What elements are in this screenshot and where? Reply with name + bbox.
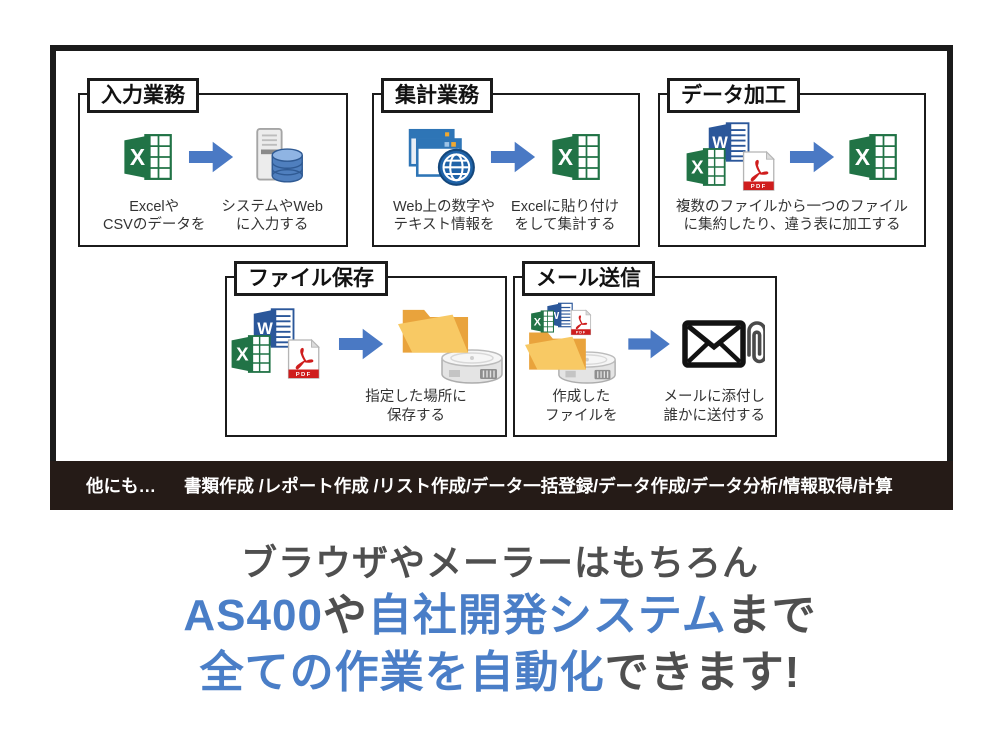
other-tasks-items: 書類作成 /レポート作成 /リスト作成/データ一括登録/データ作成/データ分析/… <box>184 476 893 496</box>
caption-line: ファイルを <box>545 407 618 424</box>
caption-line: Web上の数字や <box>392 198 496 215</box>
task-box-input-work: 入力業務 Excelや CSVのデータを システムやWeb に入力する <box>78 78 348 247</box>
caption-target: 指定した場所に 保存する <box>341 388 491 425</box>
pdf-icon <box>737 150 779 192</box>
caption-line: 作成した <box>552 389 611 405</box>
task-box-title: 集計業務 <box>381 78 493 114</box>
task-title-label: 入力業務 <box>101 84 185 107</box>
caption-line: 指定した場所に <box>365 389 467 405</box>
caption-line: CSVのデータを <box>103 217 206 234</box>
caption-description: 複数のファイルから一つのファイル に集約したり、違う表に加工する <box>676 198 908 235</box>
excel-icon <box>120 129 176 185</box>
server-database-icon <box>246 127 306 187</box>
headline-line3: 全ての作業を自動化できます! <box>0 645 1000 701</box>
excel-word-pdf-files-icon <box>683 118 779 196</box>
task-box-mail-send: メール送信 作成した ファイルを <box>513 261 777 437</box>
automation-tasks-panel: 入力業務 Excelや CSVのデータを システムやWeb に入力する <box>50 45 953 510</box>
excel-icon <box>845 129 901 185</box>
caption-line: システムやWeb <box>221 198 323 215</box>
excel-icon <box>683 144 729 190</box>
task-title-label: データ加工 <box>681 84 786 107</box>
headline-line1: ブラウザやメーラーはもちろん <box>240 542 759 583</box>
excel-word-pdf-files-icon <box>228 304 324 384</box>
caption-line: Excelに貼り付け <box>511 198 620 215</box>
caption-line: テキスト情報を <box>393 217 495 234</box>
arrow-right-icon <box>490 140 536 174</box>
headline-segment: 自社開発システム <box>367 591 727 641</box>
task-box-title: データ加工 <box>667 78 800 114</box>
arrow-right-icon <box>789 140 835 174</box>
caption-line: 誰かに送付する <box>663 407 766 424</box>
caption-line: メールに添付し <box>663 389 766 405</box>
caption-source: Web上の数字や テキスト情報を <box>393 198 495 235</box>
task-box-title: メール送信 <box>522 261 655 297</box>
task-title-label: メール送信 <box>536 267 641 290</box>
headline-segment: AS400 <box>183 591 323 641</box>
headline: ブラウザやメーラーはもちろん AS400や自社開発システムまで 全ての作業を自動… <box>0 538 1000 701</box>
arrow-right-icon <box>627 328 671 360</box>
caption-target: システムやWeb に入力する <box>221 198 323 235</box>
excel-icon <box>228 331 274 377</box>
headline-line2: AS400や自社開発システムまで <box>0 588 1000 644</box>
caption-line: に集約したり、違う表に加工する <box>683 217 901 234</box>
other-tasks-bar: 他にも… 書類作成 /レポート作成 /リスト作成/データ一括登録/データ作成/デ… <box>50 461 953 510</box>
mail-attachment-icon <box>681 315 765 373</box>
caption-source: Excelや CSVのデータを <box>103 198 205 235</box>
caption-line: に入力する <box>235 217 309 234</box>
caption-source: 作成した ファイルを <box>545 388 618 425</box>
folder-icon <box>398 300 474 360</box>
task-box-title: ファイル保存 <box>234 261 388 297</box>
other-tasks-label: 他にも… <box>86 476 156 496</box>
headline-segment: できます! <box>604 647 801 697</box>
caption-target: Excelに貼り付け をして集計する <box>511 198 619 235</box>
folder-harddisk-icon <box>398 300 504 388</box>
pdf-icon <box>282 338 324 380</box>
headline-segment: や <box>322 591 368 641</box>
caption-line: Excelや <box>129 198 180 215</box>
task-box-aggregation-work: 集計業務 Web上の数字や テキスト情報を Excelに貼り付け をして集計する <box>372 78 640 247</box>
web-browser-globe-icon <box>408 126 478 188</box>
folder-files-harddisk-icon <box>525 300 617 388</box>
headline-segment: まで <box>726 591 817 641</box>
caption-line: をして集計する <box>514 217 616 234</box>
arrow-right-icon <box>338 327 384 361</box>
caption-target: メールに添付し 誰かに送付する <box>664 388 766 425</box>
arrow-right-icon <box>188 140 234 174</box>
headline-segment: 全ての作業を自動化 <box>199 647 605 697</box>
task-title-label: 集計業務 <box>395 84 479 107</box>
task-box-title: 入力業務 <box>87 78 199 114</box>
task-box-data-processing: データ加工 複数のファイルから一つのファイル に集約したり、違う表に加工する <box>658 78 926 247</box>
caption-line: 保存する <box>387 407 445 424</box>
caption-line: 複数のファイルから一つのファイル <box>676 198 908 215</box>
folder-icon <box>525 324 591 376</box>
excel-icon <box>548 129 604 185</box>
task-title-label: ファイル保存 <box>248 267 374 290</box>
task-box-file-save: ファイル保存 指定した場所に <box>225 261 507 437</box>
